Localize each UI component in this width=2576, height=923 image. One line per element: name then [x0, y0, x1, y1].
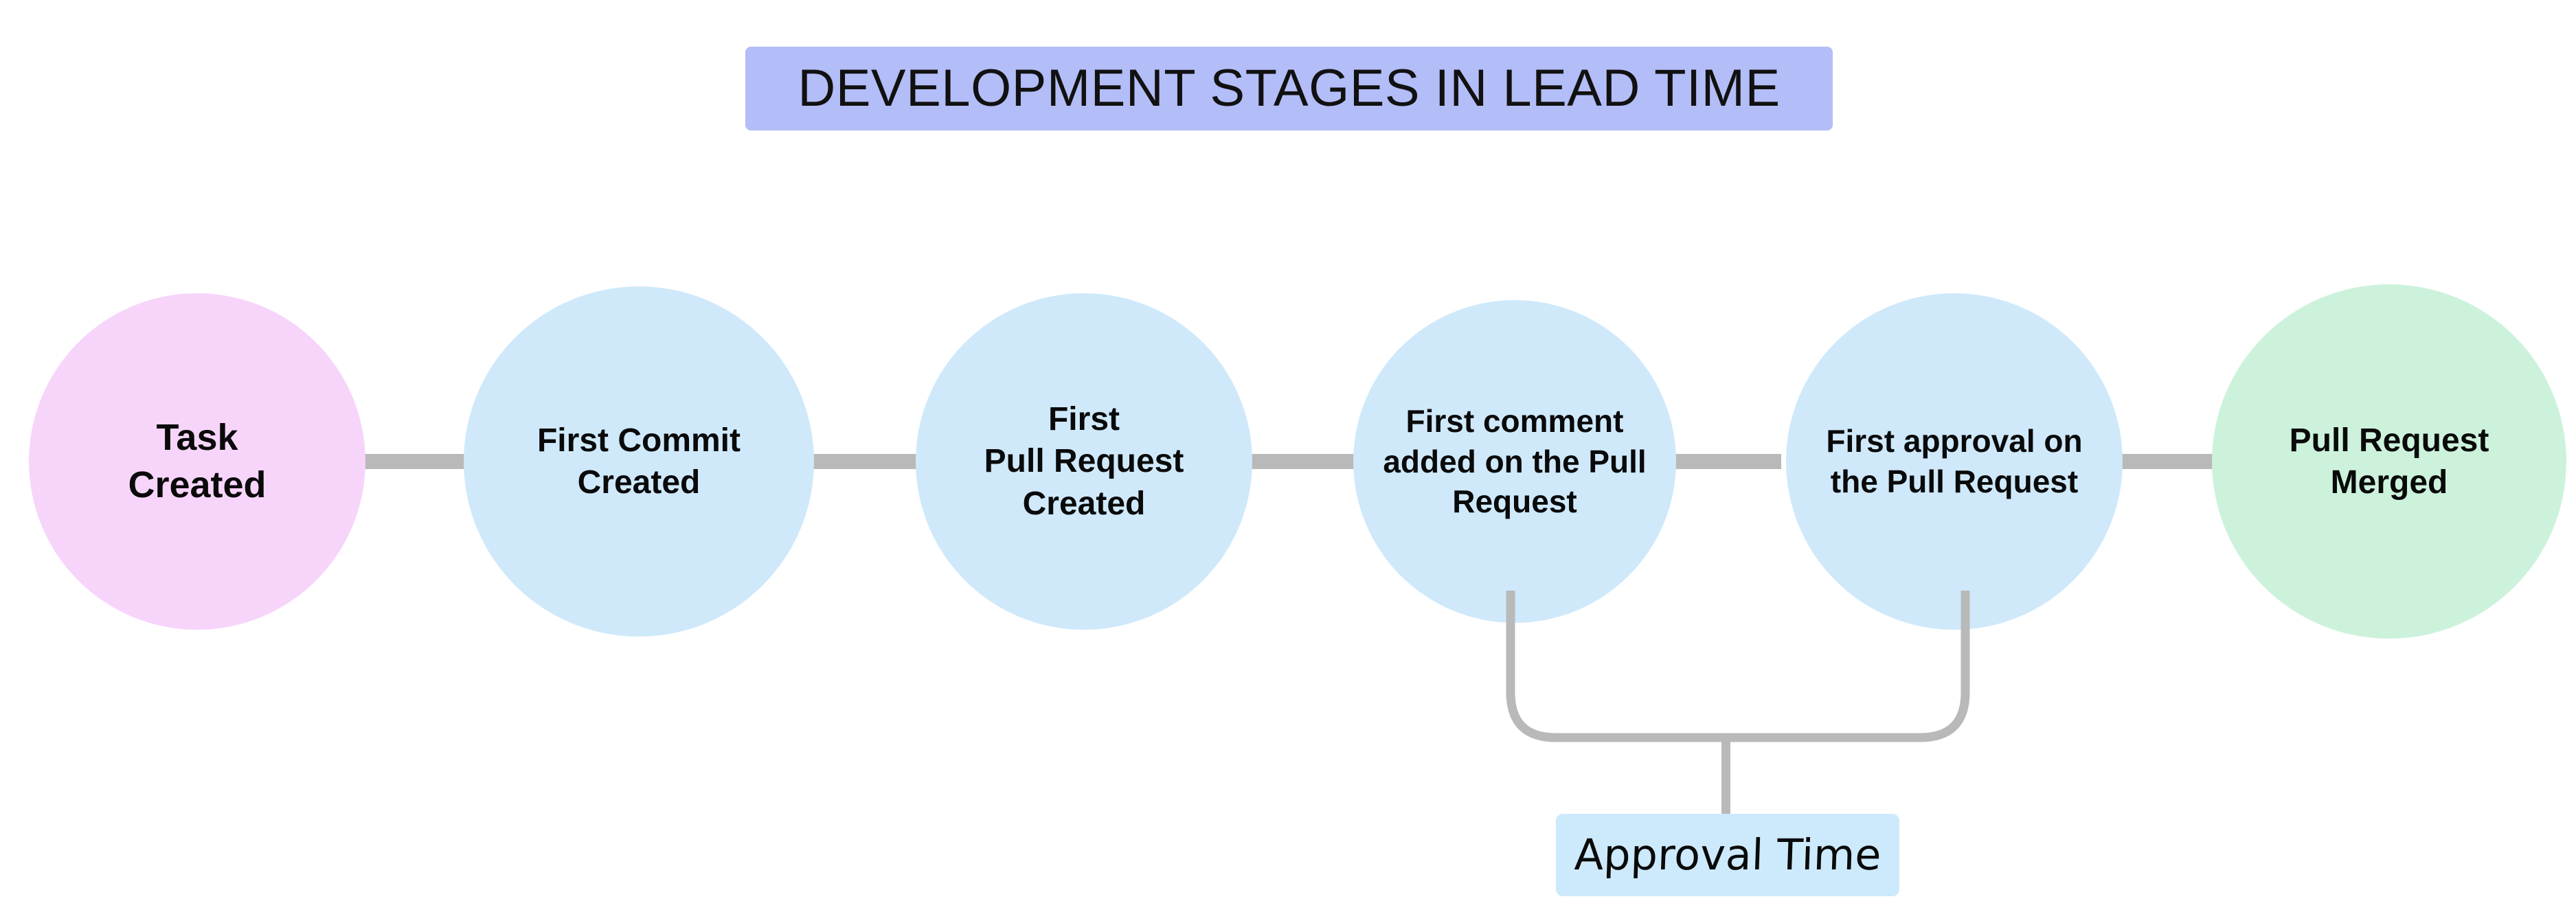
stage-node-first-pull-request-created[interactable]: First Pull Request Created — [916, 293, 1252, 630]
stage-node-first-commit-created[interactable]: First Commit Created — [464, 286, 814, 637]
connector-commit-to-pr — [809, 454, 918, 469]
approval-time-stem — [1721, 738, 1730, 817]
stage-label-first-pull-request-created: First Pull Request Created — [984, 400, 1184, 522]
approval-time-label: Approval Time — [1573, 830, 1882, 880]
page-title: DEVELOPMENT STAGES IN LEAD TIME — [798, 59, 1781, 117]
stage-label-first-approval: First approval on the Pull Request — [1826, 423, 2083, 499]
connector-comment-to-approval — [1675, 454, 1781, 469]
stage-node-first-approval[interactable]: First approval on the Pull Request — [1786, 293, 2123, 630]
stage-node-pull-request-merged[interactable]: Pull Request Merged — [2212, 284, 2566, 639]
stage-label-pull-request-merged: Pull Request Merged — [2289, 422, 2489, 501]
diagram-title-banner: DEVELOPMENT STAGES IN LEAD TIME — [745, 47, 1833, 130]
stage-node-task-created[interactable]: Task Created — [29, 293, 365, 630]
connector-approval-to-merged — [2113, 454, 2215, 469]
stage-label-first-comment-added: First comment added on the Pull Request — [1383, 402, 1647, 520]
connector-pr-to-comment — [1247, 454, 1355, 469]
approval-time-label-box[interactable]: Approval Time — [1556, 814, 1899, 896]
stage-label-first-commit-created: First Commit Created — [536, 422, 741, 501]
stage-node-first-comment-added[interactable]: First comment added on the Pull Request — [1353, 300, 1676, 623]
connector-task-to-commit — [363, 454, 467, 469]
stage-label-task-created: Task Created — [128, 416, 267, 505]
